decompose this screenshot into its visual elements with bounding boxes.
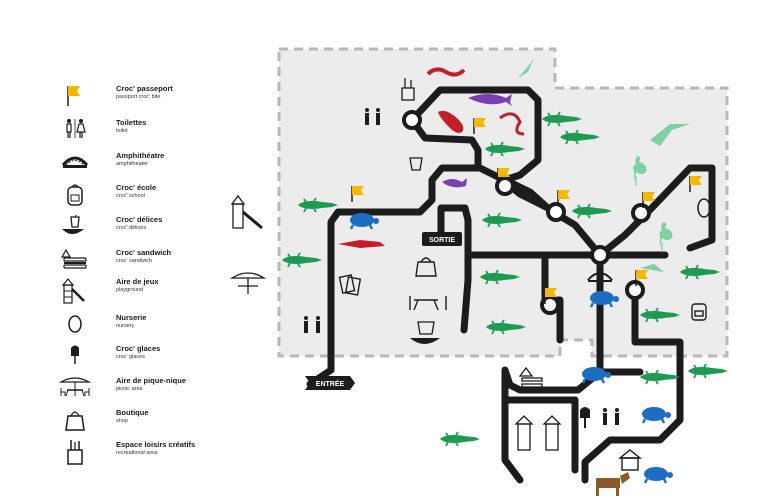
egg-icon[interactable] [697, 198, 711, 218]
crocodile-icon [687, 363, 729, 379]
legend-subtitle: toilet [116, 128, 128, 134]
legend-item-passport: Croc' passeport passport croc' bite [58, 84, 298, 114]
legend-item-delices: Croc' délices croc' délices [58, 215, 298, 245]
legend-item-toilets: Toilettes toilet [58, 118, 298, 148]
bird-icon [650, 124, 690, 146]
legend-item-nursery: Nurserie nursery [58, 313, 298, 343]
backpack-icon[interactable] [691, 303, 707, 321]
ice-cream-icon [71, 345, 79, 364]
food-icon[interactable] [410, 321, 440, 344]
turtle-icon [640, 405, 673, 425]
legend-subtitle: shop [116, 418, 128, 424]
legend-title: Boutique [116, 408, 149, 417]
legend-subtitle: croc' délices [116, 225, 147, 231]
toilet-icon[interactable] [365, 108, 380, 125]
turtle-icon [642, 465, 675, 485]
picnic-icon[interactable] [409, 296, 447, 311]
entry-label: ENTRÉE [316, 379, 345, 388]
amphitheater-icon[interactable] [587, 272, 613, 282]
egg-icon [68, 315, 82, 333]
red-lizard-icon [438, 110, 464, 133]
flag-icon [67, 86, 80, 106]
toilet-icon [66, 119, 86, 138]
legend-item-creative: Espace loisirs créatifs recreational are… [58, 440, 298, 470]
legend-subtitle: croc' glaces [116, 354, 145, 360]
crocodile-icon [639, 369, 681, 385]
legend-subtitle: amphitheater [116, 161, 149, 167]
legend-title: Amphithéatre [116, 151, 165, 160]
legend-title: Espace loisirs créatifs [116, 440, 196, 449]
red-snake-icon [499, 112, 525, 136]
sandwich-icon [60, 248, 87, 269]
entry-sign[interactable]: ENTRÉE [305, 376, 355, 390]
legend-title: Croc' délices [116, 215, 163, 224]
shop-bag-icon [65, 411, 85, 431]
creative-area-icon[interactable] [401, 78, 415, 101]
path-junctions [402, 110, 651, 315]
legend-subtitle: passport croc' bite [116, 94, 161, 100]
picnic-icon [58, 377, 92, 397]
toilet-icon[interactable] [603, 408, 619, 425]
legend-subtitle: recreational area [116, 450, 158, 456]
map-legend: Croc' passeport passport croc' bite Toil… [0, 0, 300, 501]
backpack-icon [67, 184, 83, 206]
park-zone [277, 47, 729, 358]
legend-title: Croc' école [116, 183, 157, 192]
creative-icon [67, 440, 83, 465]
legend-item-playground: Aire de jeux playground [58, 277, 298, 307]
house-icon[interactable] [618, 449, 642, 471]
legend-title: Croc' passeport [116, 84, 173, 93]
legend-item-sandwich: Croc' sandwich croc' sandwich [58, 248, 298, 278]
legend-item-amphitheater: Amphithéatre amphitheater [58, 151, 298, 181]
legend-title: Toilettes [116, 118, 147, 127]
legend-item-shop: Boutique shop [58, 408, 298, 438]
exit-sign[interactable]: SORTIE [422, 232, 462, 246]
red-lizard-icon [338, 240, 385, 248]
bird-icon [640, 264, 664, 272]
playground-icon[interactable] [514, 415, 562, 451]
legend-item-school: Croc' école croc' school [58, 183, 298, 213]
exit-label: SORTIE [429, 237, 455, 244]
purple-fish-icon [442, 178, 467, 188]
picnic-icon[interactable] [229, 272, 267, 294]
playground-icon [61, 278, 85, 304]
toilet-icon[interactable] [304, 316, 320, 333]
legend-title: Nurserie [116, 313, 147, 322]
legend-title: Aire de pique-nique [116, 376, 187, 385]
playground-icon[interactable] [230, 194, 263, 230]
food-icon[interactable] [409, 157, 423, 171]
amphitheater-icon [61, 156, 89, 168]
cards-icon[interactable] [338, 274, 362, 296]
legend-item-picnic: Aire de pique-nique picnic area [58, 376, 298, 406]
legend-title: Aire de jeux [116, 277, 159, 286]
purple-fish-icon [468, 94, 512, 106]
food-icon [62, 215, 84, 234]
legend-subtitle: croc' sandwich [116, 258, 152, 264]
red-snake-icon [426, 67, 466, 77]
legend-subtitle: playground [116, 287, 144, 293]
legend-subtitle: nursery [116, 323, 135, 329]
legend-subtitle: picnic area [116, 386, 143, 392]
goat-icon [596, 472, 630, 496]
legend-title: Croc' glaces [116, 344, 161, 353]
legend-subtitle: croc' school [116, 193, 145, 199]
ice-cream-icon[interactable] [580, 407, 590, 428]
shop-bag-icon[interactable] [415, 257, 437, 277]
sandwich-icon[interactable] [518, 366, 543, 388]
crocodile-icon [439, 431, 481, 447]
legend-title: Croc' sandwich [116, 248, 172, 257]
legend-item-ice-cream: Croc' glaces croc' glaces [58, 344, 298, 374]
